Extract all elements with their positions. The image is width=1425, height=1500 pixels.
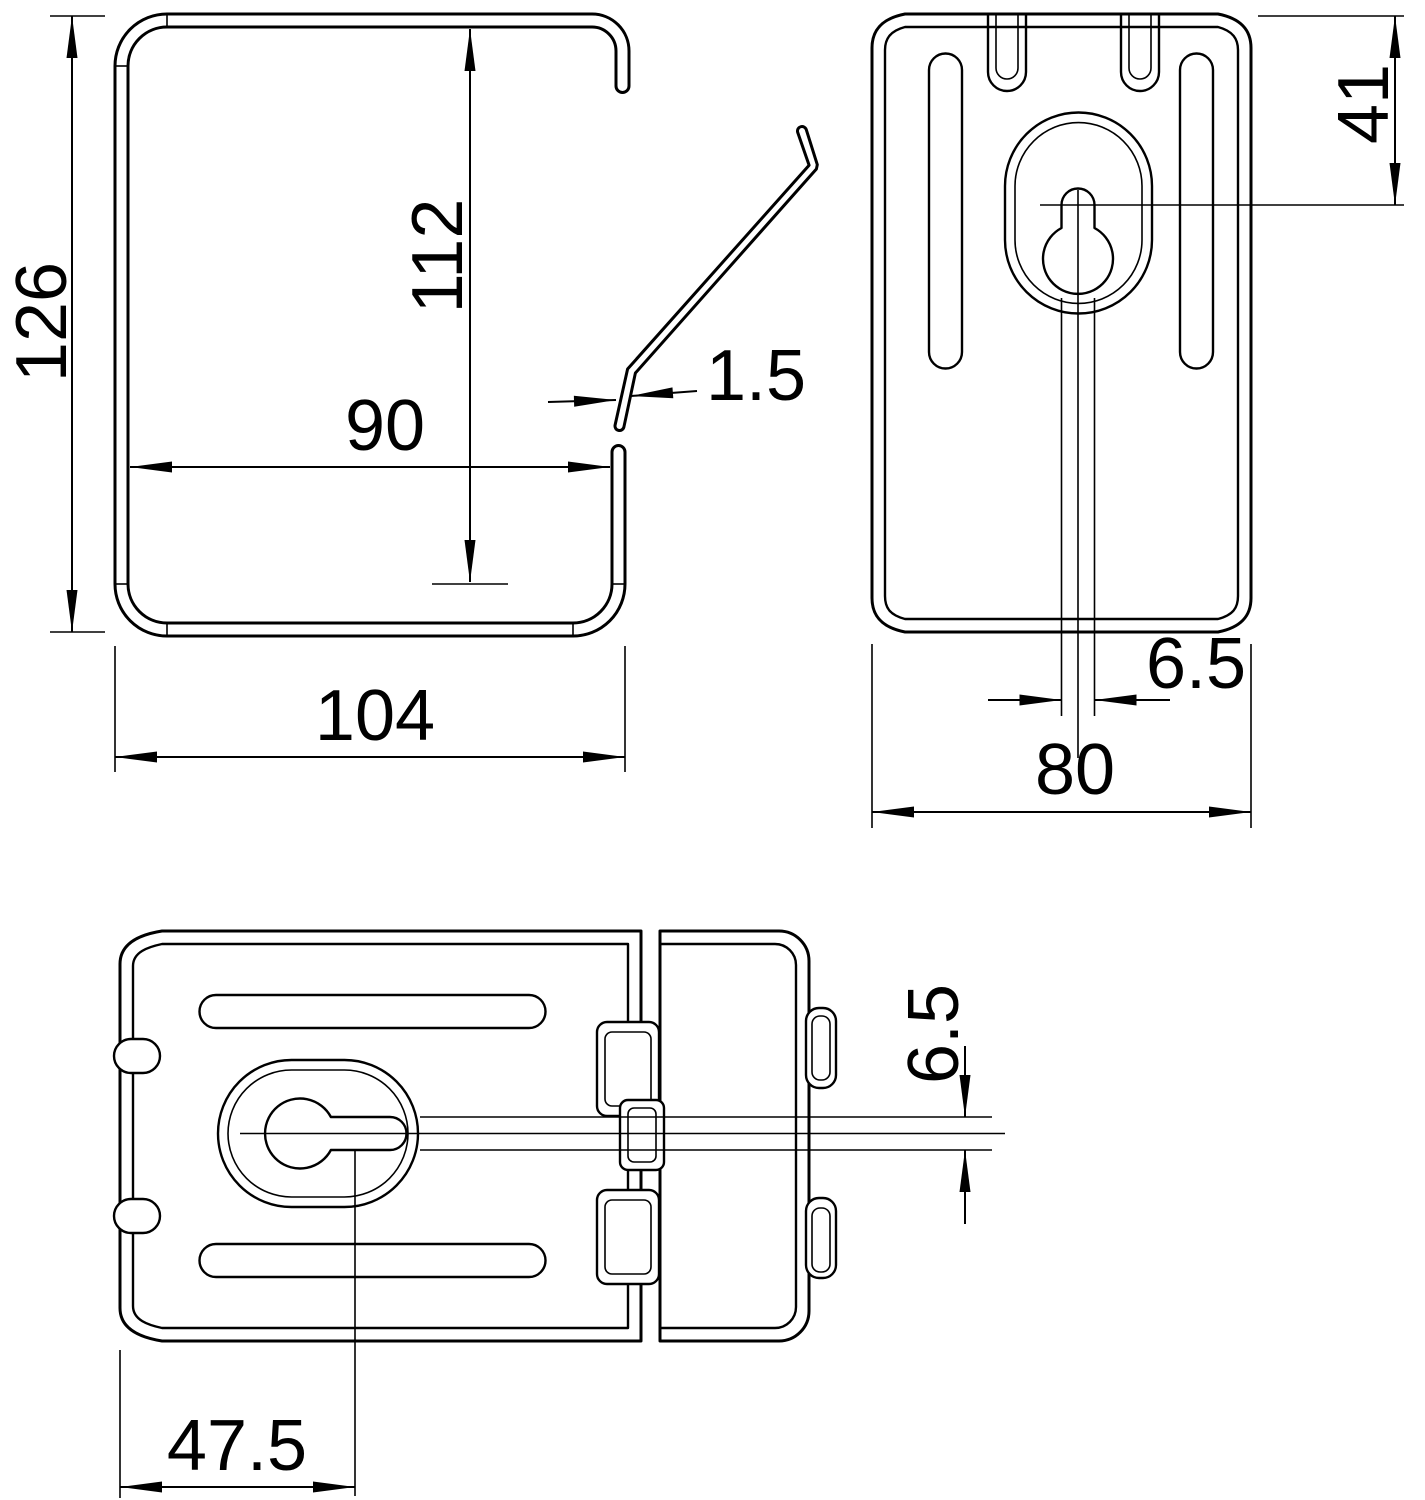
plate-inner-contour	[883, 25, 1240, 621]
plan-keyhole-emboss-inner	[227, 1069, 409, 1198]
front-view	[113, 12, 819, 638]
slot-right	[1178, 52, 1215, 370]
dim-label-material-thickness: 1.5	[706, 336, 806, 416]
dim-label-plate-width: 80	[1035, 730, 1115, 810]
dim-material-thickness: 1.5	[547, 336, 806, 416]
clip-inner-contour	[658, 942, 798, 1330]
connector-latch-middle-inner	[627, 1107, 657, 1163]
connector-tab-bottom	[595, 1188, 661, 1286]
dim-slot-width-side: 6.5	[988, 624, 1246, 706]
dim-overall-height: 126	[2, 15, 105, 633]
dim-label-keyhole-from-top: 41	[1324, 64, 1404, 144]
top-notch-right-inner	[1128, 14, 1152, 80]
keyhole-emboss-inner	[1014, 121, 1143, 305]
clip-catch-bump-bottom-inner	[811, 1207, 831, 1273]
plan-slot-bottom	[198, 1242, 547, 1279]
dim-keyhole-from-top: 41	[1258, 15, 1404, 205]
top-notch-left	[986, 12, 1028, 93]
dim-slot-width-plan: 6.5	[894, 984, 974, 1224]
c-profile-outline	[113, 12, 631, 638]
plate-plan-inner-contour	[131, 942, 630, 1330]
dim-overall-width: 104	[114, 646, 626, 772]
plan-view	[112, 929, 1005, 1496]
dim-label-inner-width: 90	[345, 386, 425, 466]
connector-tab-bottom-inner	[604, 1199, 652, 1275]
dim-label-keyhole-from-edge: 47.5	[167, 1406, 307, 1486]
dim-label-inner-height: 112	[398, 199, 478, 314]
dim-label-slot-width-plan: 6.5	[894, 984, 974, 1084]
dim-label-overall-width: 104	[315, 676, 435, 756]
top-notch-left-inner	[995, 14, 1019, 80]
dim-label-slot-width-side: 6.5	[1146, 624, 1246, 704]
dim-inner-width: 90	[130, 386, 610, 473]
dim-label-overall-height: 126	[2, 262, 82, 382]
plan-slot-top	[198, 993, 547, 1030]
side-view	[870, 12, 1404, 758]
edge-tab-bottom	[112, 1197, 162, 1235]
edge-tab-top	[112, 1037, 162, 1075]
clip-catch-bump-top	[804, 1006, 838, 1090]
slot-left	[927, 52, 964, 370]
thickness-arrow-right	[630, 387, 698, 399]
clip-catch-bump-top-inner	[811, 1015, 831, 1081]
spring-flap-outline	[613, 125, 819, 432]
clip-catch-bump-bottom	[804, 1196, 838, 1280]
dim-plate-width: 80	[871, 644, 1252, 828]
top-notch-right	[1119, 12, 1161, 93]
thickness-arrow-left	[547, 395, 617, 407]
dim-inner-height: 112	[398, 29, 508, 585]
clip-outline	[658, 929, 811, 1343]
dim-keyhole-from-edge: 47.5	[119, 1350, 355, 1498]
connector-latch-middle	[618, 1098, 666, 1172]
